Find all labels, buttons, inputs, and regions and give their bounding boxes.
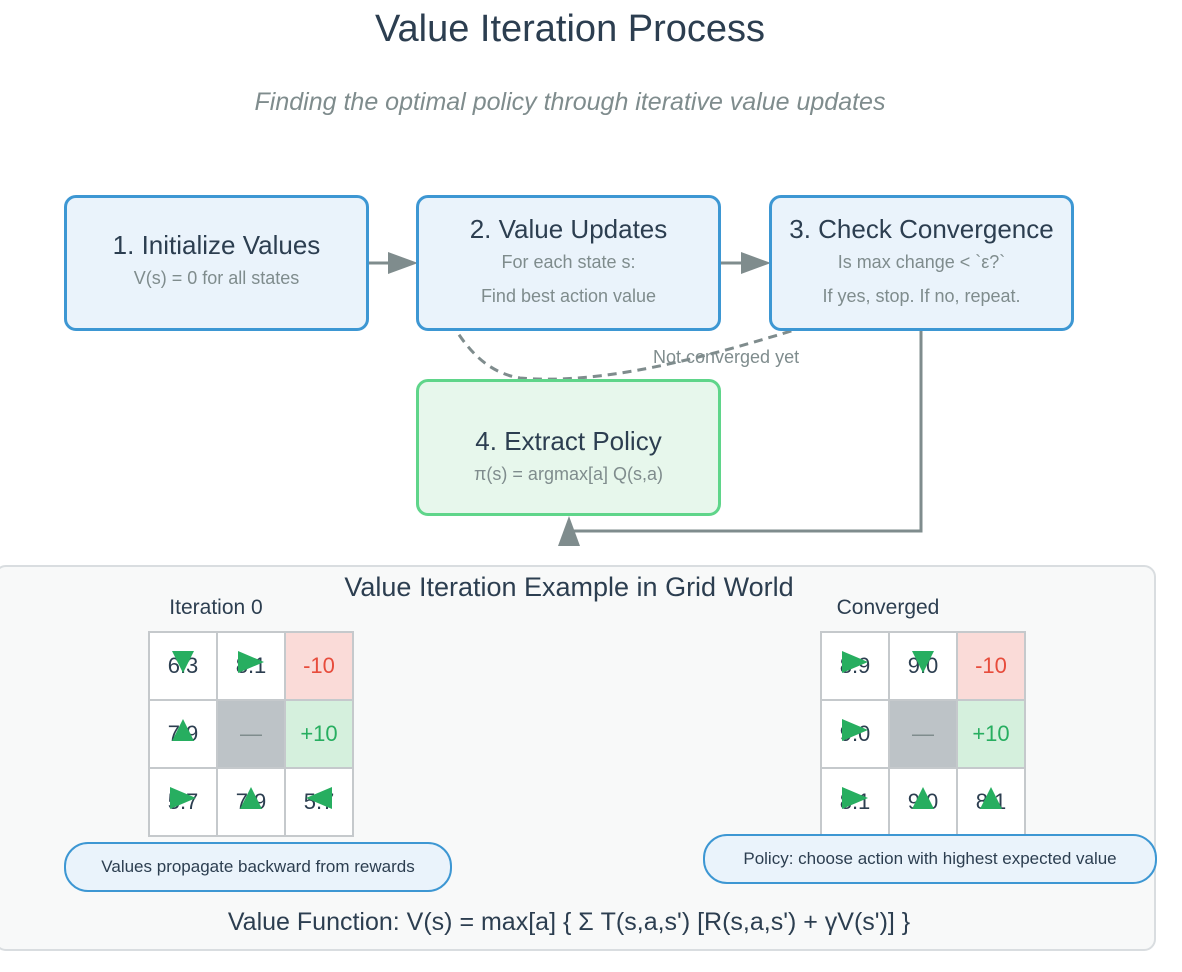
step-check-convergence: 3. Check Convergence Is max change < `ε?… (769, 195, 1074, 331)
step-detail: For each state s: (501, 252, 636, 272)
cell-value: -10 (303, 653, 335, 678)
step-detail: π(s) = argmax[a] Q(s,a) (474, 464, 663, 484)
grid-converged: 8.99.0-109.0—+108.19.08.1 (820, 631, 1026, 837)
grid-iteration-0: 6.38.1-107.9—+105.77.95.7 (148, 631, 354, 837)
page-subtitle: Finding the optimal policy through itera… (254, 88, 886, 116)
policy-arrow-up-icon (172, 719, 194, 741)
grid-cell: — (890, 701, 958, 769)
cell-value: +10 (300, 721, 338, 746)
step-title: 4. Extract Policy (475, 426, 662, 456)
grid-cell: 8.9 (822, 633, 890, 701)
policy-arrow-right-icon (170, 787, 196, 809)
policy-arrow-up-icon (240, 787, 262, 809)
grid-cell: 9.0 (890, 633, 958, 701)
grid-cell: +10 (958, 701, 1026, 769)
step-detail: If yes, stop. If no, repeat. (822, 286, 1021, 306)
policy-arrow-up-icon (912, 787, 934, 809)
grid-cell: 9.0 (822, 701, 890, 769)
arrowhead-check-to-policy (558, 516, 580, 546)
policy-arrow-down-icon (172, 651, 194, 673)
arrowhead-init-to-update (388, 252, 418, 274)
page-title: Value Iteration Process (374, 8, 766, 50)
step-value-updates: 2. Value Updates For each state s: Find … (416, 195, 721, 331)
step-extract-policy: 4. Extract Policy π(s) = argmax[a] Q(s,a… (416, 379, 721, 516)
step-title: 3. Check Convergence (789, 214, 1054, 244)
value-function-formula: Value Function: V(s) = max[a] { Σ T(s,a,… (227, 908, 911, 936)
policy-arrow-up-icon (980, 787, 1002, 809)
policy-arrow-right-icon (842, 787, 868, 809)
cell-value: +10 (972, 721, 1010, 746)
grid-cell: -10 (286, 633, 354, 701)
grid-label-converged: Converged (836, 596, 940, 619)
example-title: Value Iteration Example in Grid World (344, 572, 794, 602)
grid-cell: 7.9 (150, 701, 218, 769)
grid-cell: 6.3 (150, 633, 218, 701)
arrowhead-update-to-check (741, 252, 771, 274)
step-detail: Find best action value (480, 286, 657, 306)
grid-cell: 5.7 (286, 769, 354, 837)
step-detail: Is max change < `ε?` (837, 252, 1006, 272)
grid-cell: +10 (286, 701, 354, 769)
step-title: 1. Initialize Values (112, 230, 321, 260)
grid-label-iteration-0: Iteration 0 (169, 596, 263, 619)
policy-arrow-right-icon (842, 719, 868, 741)
grid-cell: 8.1 (218, 633, 286, 701)
cell-value: — (240, 721, 262, 746)
grid-cell: 7.9 (218, 769, 286, 837)
cell-value: — (912, 721, 934, 746)
policy-arrow-right-icon (842, 651, 868, 673)
policy-arrow-left-icon (306, 787, 332, 809)
note-policy-choose: Policy: choose action with highest expec… (703, 834, 1157, 884)
edge-label-not-converged: Not converged yet (653, 347, 799, 367)
grid-cell: — (218, 701, 286, 769)
step-title: 2. Value Updates (469, 214, 668, 244)
policy-arrow-down-icon (912, 651, 934, 673)
grid-cell: 8.1 (822, 769, 890, 837)
cell-value: -10 (975, 653, 1007, 678)
grid-cell: 8.1 (958, 769, 1026, 837)
note-values-propagate: Values propagate backward from rewards (64, 842, 452, 892)
grid-cell: 5.7 (150, 769, 218, 837)
step-detail: V(s) = 0 for all states (133, 268, 300, 288)
step-initialize-values: 1. Initialize Values V(s) = 0 for all st… (64, 195, 369, 331)
policy-arrow-right-icon (238, 651, 264, 673)
grid-cell: 9.0 (890, 769, 958, 837)
grid-cell: -10 (958, 633, 1026, 701)
